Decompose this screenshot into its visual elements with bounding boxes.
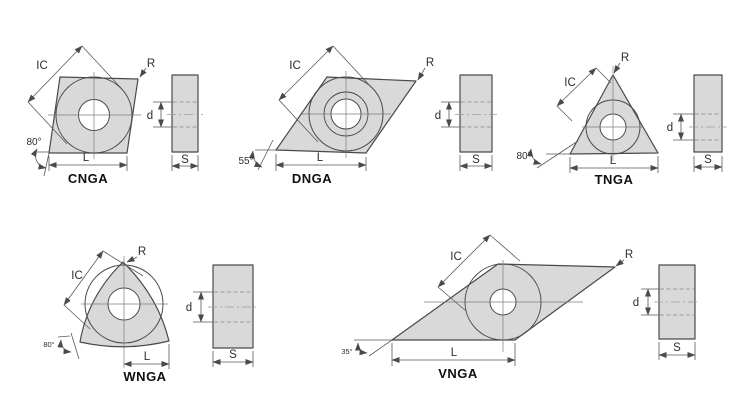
cnga-angle-dimension xyxy=(30,148,50,177)
dnga-ic-label: IC xyxy=(289,60,301,72)
vnga-top-view: IC R 35° L VNGA xyxy=(341,234,633,381)
dnga-ic-dimension xyxy=(278,45,373,143)
dnga-crosshair-lines xyxy=(302,71,391,158)
tnga-crosshair-lines xyxy=(582,66,644,161)
vnga-angle-dimension xyxy=(354,339,393,357)
cnga-side-view: d S xyxy=(147,74,203,171)
dnga-radius-leader xyxy=(417,67,426,81)
vnga-radius-leader xyxy=(615,259,625,267)
tnga-hole-diameter-label: d xyxy=(667,122,673,134)
dnga-corner-radius-label: R xyxy=(426,57,434,69)
tnga-side-view: d S xyxy=(667,74,727,172)
tnga-top-view: IC R 80° L TNGA xyxy=(516,52,659,187)
dnga-thickness-label: S xyxy=(472,154,480,166)
dnga-corner-angle-label: 55° xyxy=(238,156,253,167)
cnga-corner-angle-label: 80° xyxy=(26,137,41,148)
dnga-top-view: IC R 55° L DNGA xyxy=(238,45,434,186)
wnga-side-profile xyxy=(212,264,254,349)
cnga-length-label: L xyxy=(83,152,90,164)
tnga-corner-radius-label: R xyxy=(621,52,629,64)
wnga-thickness-dimension xyxy=(212,351,254,367)
wnga-name-label: WNGA xyxy=(123,369,166,384)
wnga-corner-angle-label: 80° xyxy=(43,340,54,349)
cnga-top-view: IC R 80° L CNGA xyxy=(26,45,155,186)
wnga-thickness-label: S xyxy=(229,349,237,361)
cnga-side-profile xyxy=(171,74,199,153)
vnga-thickness-label: S xyxy=(673,342,681,354)
wnga-top-view: IC R 80° L WNGA xyxy=(43,246,170,384)
vnga-hole-diameter-label: d xyxy=(633,297,639,309)
cnga-crosshair-lines xyxy=(48,72,141,159)
vnga-name-label: VNGA xyxy=(438,366,478,381)
wnga-ic-label: IC xyxy=(71,270,83,282)
wnga-length-dimension xyxy=(123,344,170,369)
tnga-name-label: TNGA xyxy=(595,172,634,187)
cnga-ic-dimension xyxy=(27,45,122,145)
wnga-angle-dimension xyxy=(57,332,80,360)
vnga-crosshair-lines xyxy=(424,260,583,352)
cnga-corner-radius-label: R xyxy=(147,58,155,70)
tnga-angle-dimension xyxy=(527,140,579,169)
vnga-corner-angle-label: 35° xyxy=(341,347,352,356)
tnga-side-profile xyxy=(693,74,723,153)
vnga-length-label: L xyxy=(451,347,458,359)
cnga-hole-diameter-dimension xyxy=(153,101,172,128)
cnga-length-dimension xyxy=(48,156,128,171)
wnga-hole-diameter-dimension xyxy=(193,291,213,323)
dnga-thickness-dimension xyxy=(459,155,493,171)
tnga-ic-dimension xyxy=(556,67,612,122)
wnga-diagram: IC R 80° L WNGA xyxy=(43,246,258,384)
tnga-radius-leader xyxy=(613,62,621,74)
tnga-ic-label: IC xyxy=(564,77,576,89)
tnga-hole-diameter-dimension xyxy=(673,113,694,141)
dnga-diagram: IC R 55° L DNGA xyxy=(238,45,497,186)
cnga-ic-label: IC xyxy=(36,60,48,72)
vnga-ic-dimension xyxy=(437,234,521,312)
wnga-length-label: L xyxy=(144,351,151,363)
vnga-diagram: IC R 35° L VNGA xyxy=(341,234,700,381)
tnga-corner-angle-label: 80° xyxy=(516,151,531,162)
wnga-corner-radius-label: R xyxy=(138,246,146,258)
cnga-thickness-dimension xyxy=(171,155,199,171)
cnga-diagram: IC R 80° L CNGA xyxy=(26,45,203,186)
cnga-name-label: CNGA xyxy=(68,171,108,186)
dnga-length-dimension xyxy=(275,154,367,171)
dnga-hole-diameter-label: d xyxy=(435,110,441,122)
tnga-thickness-dimension xyxy=(693,156,723,172)
vnga-corner-radius-label: R xyxy=(625,249,633,261)
tnga-length-dimension xyxy=(569,156,659,173)
cnga-thickness-label: S xyxy=(181,154,189,166)
wnga-radius-leader xyxy=(126,255,138,263)
dnga-hole-diameter-dimension xyxy=(441,101,460,128)
dnga-side-view: d S xyxy=(435,74,497,171)
cnga-hole-diameter-label: d xyxy=(147,110,153,122)
dnga-length-label: L xyxy=(317,152,324,164)
dnga-side-profile xyxy=(459,74,493,153)
tnga-length-label: L xyxy=(610,155,617,167)
vnga-thickness-dimension xyxy=(658,342,696,360)
dnga-name-label: DNGA xyxy=(292,171,332,186)
vnga-length-dimension xyxy=(391,343,516,366)
wnga-hole-diameter-label: d xyxy=(186,302,192,314)
wnga-side-view: d S xyxy=(186,264,258,367)
vnga-ic-label: IC xyxy=(450,251,462,263)
vnga-hole-diameter-dimension xyxy=(641,288,659,316)
cnga-radius-leader xyxy=(139,67,147,78)
tnga-diagram: IC R 80° L TNGA xyxy=(516,52,727,187)
tnga-thickness-label: S xyxy=(704,154,712,166)
vnga-side-view: d S xyxy=(633,264,700,360)
dnga-angle-dimension xyxy=(248,139,276,171)
wnga-ic-dimension xyxy=(63,250,144,330)
